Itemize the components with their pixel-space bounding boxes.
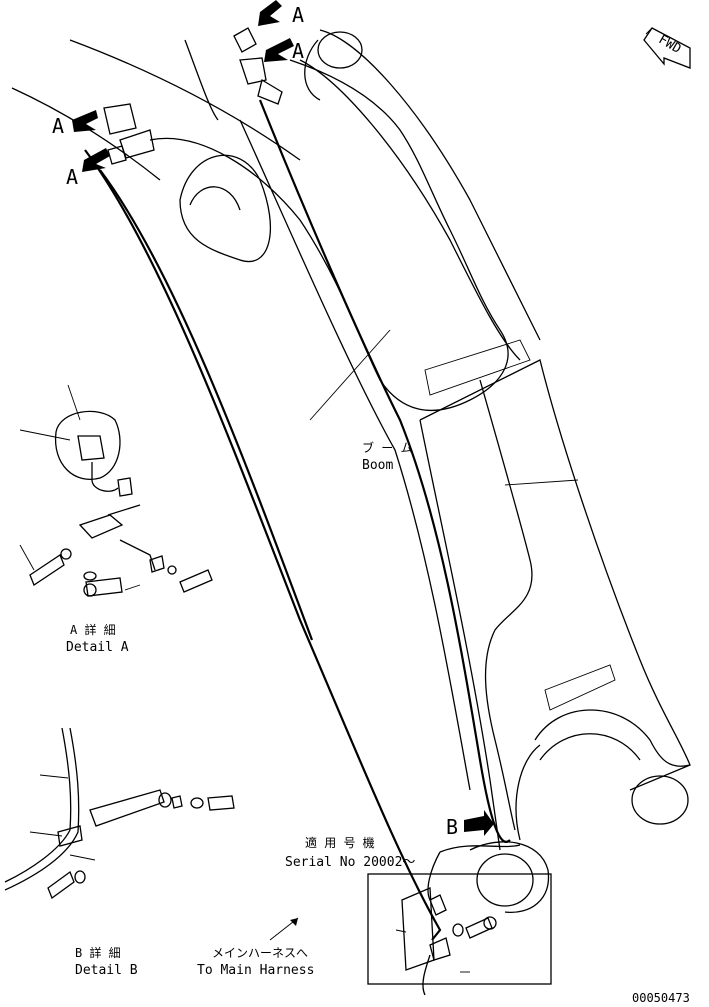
fwd-direction-icon [643,27,691,69]
boom-label-jp: ブ ー ム [362,440,412,455]
serial-jp: 適 用 号 機 [305,835,375,850]
detail-b-en: Detail B [75,963,138,978]
light-assembly-lower [103,103,155,165]
detail-a-drawing [19,384,213,597]
ref-a-4: A [66,165,78,189]
detail-a-en: Detail A [66,640,129,655]
detail-b-drawing [4,727,235,900]
ref-b: B [446,815,458,839]
serial-en: Serial No 20002～ [285,855,415,870]
filled-arrow-icon [72,0,494,836]
fwd-label: FWD [656,32,684,57]
boom-harness [149,59,616,831]
ref-a-1: A [292,3,304,27]
to-main-en: To Main Harness [197,963,314,978]
ref-a-2: A [292,39,304,63]
light-assembly-upper [233,27,283,105]
boom-label-en: Boom [362,458,393,473]
serial-detail-drawing [395,844,521,996]
to-main-jp: メインハーネスへ [212,946,308,960]
drawing-number: 00050473 [632,991,690,1005]
detail-b-jp: B 詳 細 [75,945,121,960]
boom-outline [11,29,691,941]
detail-a-jp: A 詳 細 [70,622,116,637]
ref-a-3: A [52,114,64,138]
serial-detail-box [367,873,552,985]
